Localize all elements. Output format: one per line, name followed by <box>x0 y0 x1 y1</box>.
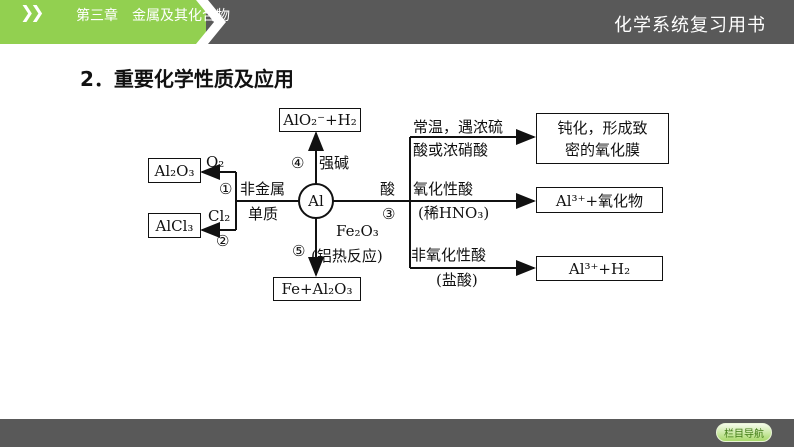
label-n1: ① <box>219 180 233 198</box>
double-chevron-icon: ❯❯ <box>20 3 44 23</box>
label-nonoxidizing-acid: 非氧化性酸 <box>411 246 487 264</box>
label-n2: ② <box>216 232 230 250</box>
box-alo2-h2: AlO₂⁻+H₂ <box>279 108 361 132</box>
nav-button[interactable]: 栏目导航 <box>716 423 772 442</box>
box-alcl3: AlCl₃ <box>148 213 201 238</box>
label-o2: O₂ <box>206 153 225 171</box>
label-oxidizing-acid: 氧化性酸 <box>413 180 474 198</box>
label-n3: ③ <box>382 205 396 223</box>
al-center: Al <box>308 192 324 210</box>
footer-bar <box>0 419 794 447</box>
chapter-title: 第三章 金属及其化合物 <box>76 8 230 24</box>
box-passivation: 钝化，形成致 密的氧化膜 <box>536 113 669 164</box>
label-cond1-line2: 酸或浓硝酸 <box>413 141 489 159</box>
label-cond1-line1: 常温，遇浓硫 <box>413 118 504 136</box>
label-thermite: (铝热反应) <box>311 247 383 265</box>
label-strong-base: 强碱 <box>319 154 350 172</box>
label-acid: 酸 <box>380 180 396 198</box>
label-fe2o3: Fe₂O₃ <box>336 222 379 240</box>
header-green-band <box>0 0 206 44</box>
box-al3-oxide: Al³⁺+氧化物 <box>536 187 663 213</box>
header-dark-band <box>206 0 794 44</box>
al-circle <box>298 183 334 219</box>
box-fe-al2o3: Fe+Al₂O₃ <box>273 277 361 301</box>
passivation-line1: 钝化，形成致 <box>557 118 648 137</box>
box-al3-h2: Al³⁺+H₂ <box>536 256 663 281</box>
passivation-line2: 密的氧化膜 <box>564 140 640 159</box>
label-elemental: 单质 <box>248 205 279 223</box>
box-al2o3: Al₂O₃ <box>148 158 201 183</box>
section-heading: 2．重要化学性质及应用 <box>80 67 294 91</box>
label-hcl: (盐酸) <box>436 271 478 289</box>
book-title: 化学系统复习用书 <box>614 15 766 36</box>
label-n5: ⑤ <box>292 242 306 260</box>
diagram-lines <box>200 129 536 277</box>
label-n4: ④ <box>291 154 305 172</box>
label-dilute-hno3: (稀HNO₃) <box>418 204 490 222</box>
header-chevron <box>196 0 226 44</box>
label-cl2: Cl₂ <box>208 207 231 225</box>
label-nonmetal: 非金属 <box>240 180 286 198</box>
